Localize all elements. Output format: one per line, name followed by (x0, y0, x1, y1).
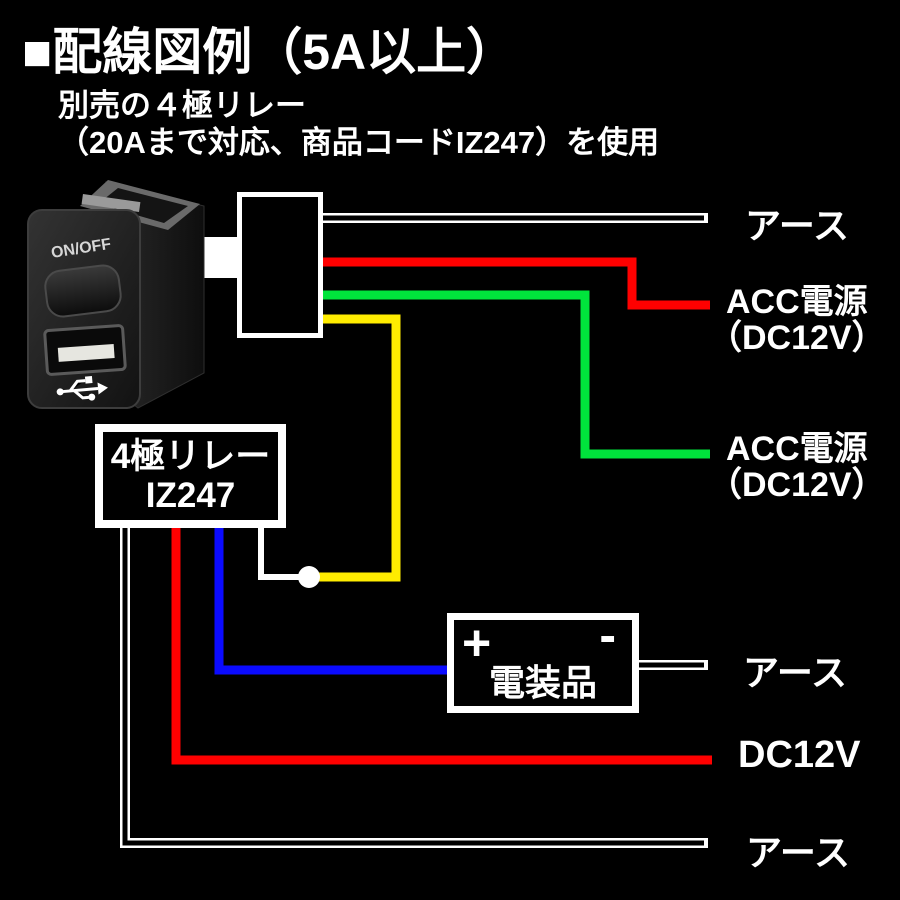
label-ground-bottom: アース (746, 832, 851, 873)
product-top-cavity (98, 188, 188, 223)
connector-stub (200, 237, 242, 278)
subtitle-line1: 別売の４極リレー (58, 88, 306, 123)
label-acc-power-1-line1: ACC電源 (726, 283, 868, 321)
product-usb-tongue (57, 343, 115, 362)
label-acc-power-1-line2: （DC12V） (708, 319, 886, 357)
label-acc-power-2-line1: ACC電源 (726, 430, 868, 468)
subtitle-line2: （20Aまで対応、商品コードIZ247）を使用 (58, 125, 660, 160)
wire-switch-yellow (314, 314, 401, 582)
junction-dot (298, 566, 320, 588)
connector-box (237, 192, 323, 338)
product-top-clip (81, 194, 141, 212)
label-dc12v: DC12V (738, 734, 861, 776)
relay-box-line2: IZ247 (145, 476, 236, 515)
wire-relay-blue (214, 522, 455, 675)
relay-box-line1: 4極リレー (110, 437, 271, 476)
device-box: + - 電装品 (447, 607, 639, 713)
device-minus-terminal: - (599, 607, 616, 663)
label-ground-mid: アース (743, 652, 848, 693)
wire-acc-green (322, 290, 710, 459)
device-box-label: 電装品 (488, 662, 597, 703)
wire-relay-red (171, 522, 712, 765)
product-photo: ON/OFF (27, 180, 205, 409)
wire-relay-jumper (258, 522, 300, 580)
product-rocker-switch (44, 264, 122, 318)
device-plus-terminal: + (462, 615, 492, 671)
relay-box: 4極リレー IZ247 (95, 424, 286, 528)
usb-trident-icon (56, 375, 108, 401)
label-acc-power-2-line2: （DC12V） (708, 466, 886, 504)
wire-acc-red (322, 257, 710, 310)
page-title: ■配線図例（5A以上） (22, 24, 517, 80)
label-ground-top: アース (745, 205, 850, 246)
wire-relay-ground-inner (122, 522, 704, 846)
